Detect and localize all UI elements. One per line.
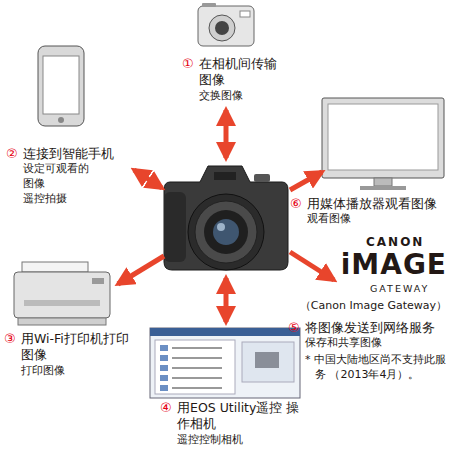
smartphone — [43, 56, 79, 114]
monitor — [374, 178, 392, 186]
compact-camera — [198, 6, 254, 46]
item-description: 保存和共享图像 — [305, 336, 445, 351]
compact-camera — [198, 3, 254, 46]
arrow — [118, 256, 164, 284]
callout-number: ④ — [160, 400, 172, 417]
item-title: 连接到智能手机 — [23, 146, 130, 162]
item-description: 打印图像 — [21, 364, 140, 379]
dslr-camera — [188, 194, 264, 270]
device-item: ⑥ 用媒体播放器观看图像观看图像 — [290, 196, 446, 227]
software-screen — [255, 352, 279, 368]
smartphone — [58, 117, 64, 123]
printer — [18, 318, 106, 325]
software-screen — [172, 347, 222, 349]
monitor — [328, 104, 438, 170]
arrow — [290, 172, 322, 190]
smartphone — [38, 46, 84, 126]
compact-camera — [215, 21, 229, 35]
arrow — [224, 110, 229, 158]
dslr-camera — [217, 223, 225, 231]
service-name: （Canon Image Gateway） — [300, 300, 447, 312]
monitor — [322, 98, 444, 190]
arrow — [134, 170, 162, 188]
compact-camera — [202, 3, 216, 7]
dslr-camera — [164, 166, 288, 270]
item-description: 遥控控制相机 — [177, 433, 307, 448]
printer — [14, 272, 110, 318]
dslr-camera — [214, 172, 236, 180]
printer — [22, 262, 88, 272]
software-screen — [172, 377, 222, 379]
callout-number: ⑤ — [288, 320, 300, 337]
item-description: 设定可观看的 图像 — [23, 162, 101, 192]
dslr-camera — [195, 201, 257, 263]
dslr-camera — [213, 219, 239, 245]
footnote: * 中国大陆地区尚不支持此服务 （2013年4月）。 — [305, 353, 446, 383]
device-item: ⑤ 将图像发送到网络服务保存和共享图像 * 中国大陆地区尚不支持此服务 （2013年… — [288, 320, 446, 383]
arrow — [118, 110, 334, 322]
software-screen — [150, 328, 300, 398]
arrow — [290, 252, 334, 280]
callout-number: ① — [182, 56, 194, 73]
monitor — [322, 98, 444, 178]
logo-text: CANON — [366, 236, 424, 249]
item-title: 将图像发送到网络服务 — [305, 320, 446, 336]
callout-number: ⑥ — [290, 196, 302, 213]
software-screen — [160, 365, 168, 371]
printer — [92, 278, 104, 284]
device-item: ③ 用Wi-Fi打印机打印 图像打印图像 — [4, 331, 140, 378]
software-screen — [150, 328, 300, 336]
software-screen — [150, 328, 300, 398]
item-description: 遥控拍摄 — [23, 192, 101, 207]
software-screen — [160, 375, 168, 381]
printer — [24, 300, 100, 306]
software-screen — [160, 385, 168, 391]
device-item: ① 在相机间传输 图像交换图像 — [182, 56, 282, 103]
compact-camera — [240, 11, 250, 17]
item-description: 交换图像 — [199, 89, 282, 104]
item-title: 用EOS Utility遥控 操作相机 — [177, 400, 310, 433]
callout-number: ② — [6, 146, 18, 163]
smartphone — [38, 46, 84, 126]
software-screen — [242, 342, 294, 382]
software-screen — [160, 355, 168, 361]
software-screen — [172, 387, 222, 389]
dslr-camera — [164, 166, 288, 270]
monitor — [360, 186, 406, 190]
dslr-camera — [204, 210, 248, 254]
software-screen — [160, 345, 168, 351]
device-item: ④ 用EOS Utility遥控 操作相机遥控控制相机 — [160, 400, 310, 447]
printer — [14, 262, 110, 325]
compact-camera — [209, 15, 235, 41]
software-screen — [155, 340, 235, 394]
device-item: ② 连接到智能手机设定可观看的 图像遥控拍摄 — [6, 146, 130, 207]
item-description: 观看图像 — [307, 212, 446, 227]
logo-text: GATEWAY — [370, 284, 429, 294]
callout-number: ③ — [4, 331, 16, 348]
logo-text: iMAGE — [341, 250, 447, 281]
dslr-camera — [164, 192, 186, 262]
software-screen — [172, 357, 222, 359]
item-title: 用媒体播放器观看图像 — [307, 196, 446, 212]
item-title: 在相机间传输 图像 — [199, 56, 282, 89]
arrow — [224, 278, 229, 322]
software-screen — [172, 367, 222, 369]
item-title: 用Wi-Fi打印机打印 图像 — [21, 331, 140, 364]
dslr-camera — [254, 174, 270, 182]
